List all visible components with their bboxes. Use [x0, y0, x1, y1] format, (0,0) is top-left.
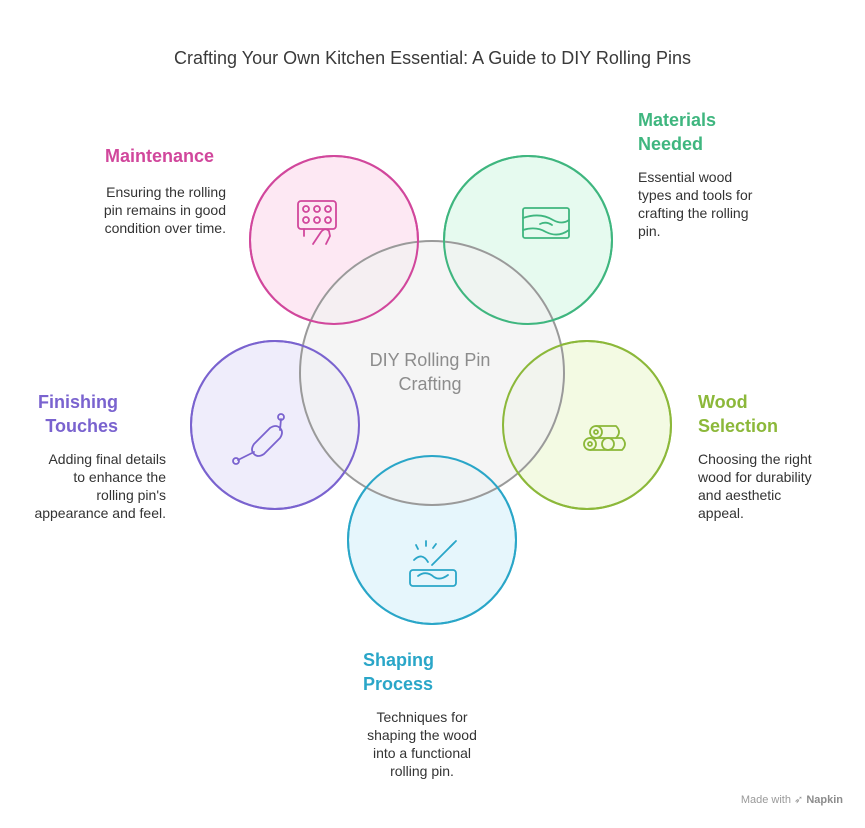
center-circle: [299, 240, 565, 506]
rolling-pin-icon: [232, 413, 285, 465]
shaping-description: Techniques for shaping the wood into a f…: [367, 709, 477, 779]
logs-icon: [583, 425, 626, 451]
shaping-label: Shaping Process: [363, 650, 434, 694]
maintenance-description: Ensuring the rolling pin remains in good…: [103, 184, 226, 236]
napkin-logo-icon: ➶: [794, 794, 804, 806]
footer-attribution: Made with ➶ Napkin: [741, 793, 843, 806]
carving-tool-icon: [409, 540, 457, 587]
materials-description: Essential wood types and tools for craft…: [638, 169, 753, 239]
page-title: Crafting Your Own Kitchen Essential: A G…: [174, 48, 691, 68]
wood-description: Choosing the right wood for durability a…: [698, 451, 812, 521]
wood-label: Wood Selection: [698, 392, 779, 436]
finishing-description: Adding final details to enhance the roll…: [34, 451, 166, 521]
footer-brand: Napkin: [806, 794, 843, 806]
maintenance-label: Maintenance: [104, 146, 214, 166]
center-label: DIY Rolling Pin Crafting: [369, 350, 491, 394]
hand-pressing-buttons-icon: [297, 200, 337, 245]
finishing-label: Finishing Touches: [38, 392, 118, 436]
wood-plank-icon: [522, 207, 570, 239]
materials-label: Materials Needed: [638, 110, 717, 154]
footer-prefix: Made with: [740, 794, 791, 806]
